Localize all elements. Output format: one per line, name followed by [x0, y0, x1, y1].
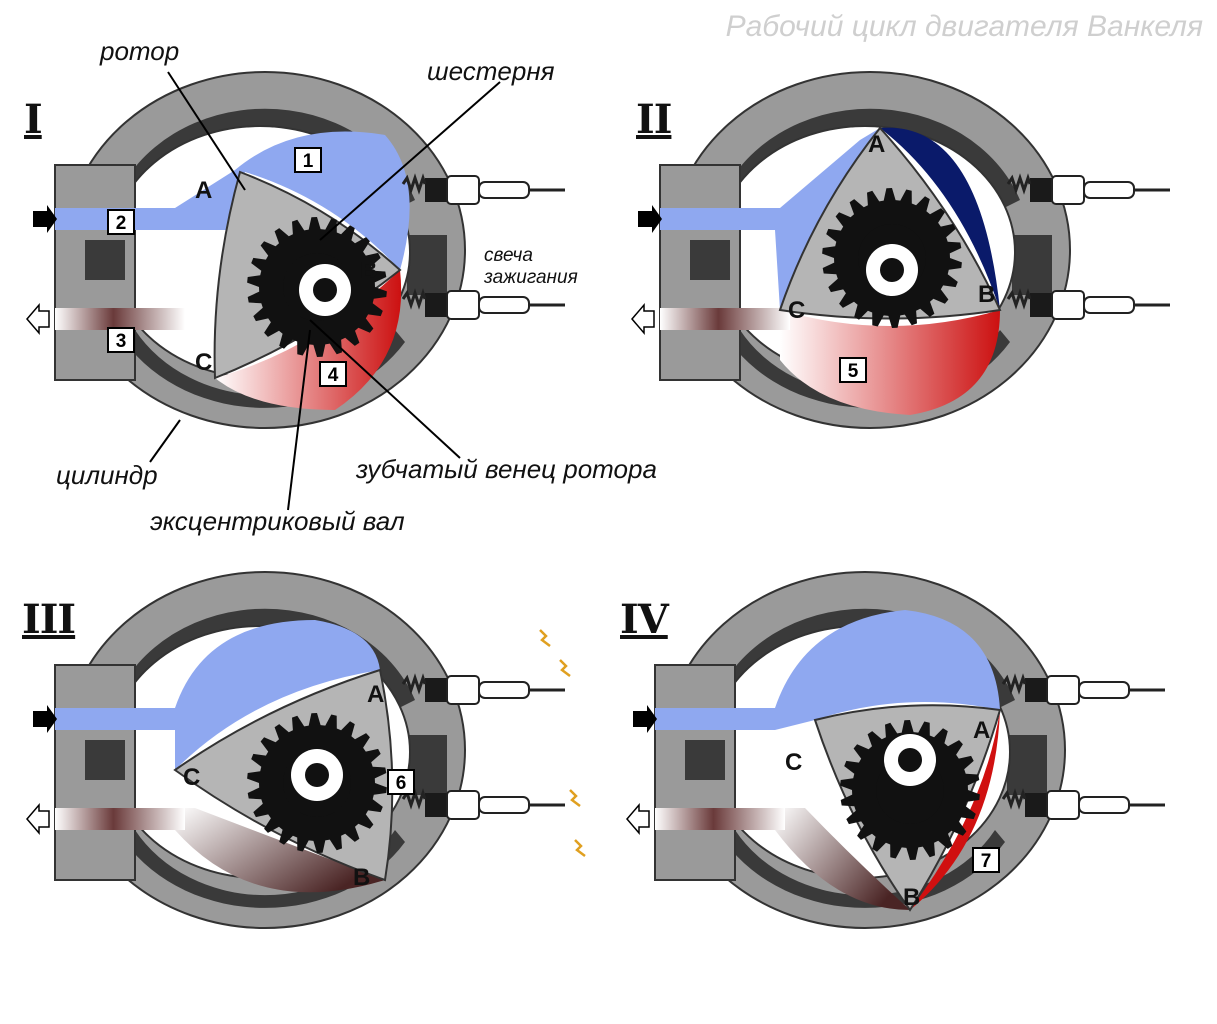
shaft-center	[305, 763, 329, 787]
spark-plug-top	[401, 173, 565, 205]
port-block-core	[85, 740, 125, 780]
rotor-leader	[167, 71, 246, 191]
vertex-label-a: A	[195, 177, 212, 204]
vertex-label-c: C	[788, 297, 805, 324]
gear-label: шестерня	[427, 56, 555, 86]
exhaust-port	[655, 808, 785, 830]
spark-plug-top	[401, 673, 565, 705]
intake-port	[55, 708, 175, 730]
vertex-label-c: C	[183, 764, 200, 791]
chamber-fill-1	[175, 620, 380, 770]
gear-leader	[319, 81, 501, 241]
spark-top-b	[559, 659, 571, 677]
exhaust-port	[660, 308, 790, 330]
svg-text:4: 4	[328, 365, 339, 386]
chamber-number-3: 3	[107, 327, 135, 353]
engine-panel-3: A B C 6	[26, 571, 565, 929]
intake-arrow	[33, 705, 57, 733]
eccentric-shaft-leader	[287, 329, 311, 511]
exhaust-port	[55, 308, 185, 330]
panel-1-numeral: I	[24, 96, 43, 143]
spark-effects	[539, 629, 586, 857]
rotor-label: ротор	[100, 36, 180, 66]
vertex-label-b: B	[360, 257, 377, 284]
intake-arrow	[638, 205, 662, 233]
port-block-core	[685, 740, 725, 780]
vertex-label-a: A	[973, 717, 990, 744]
exhaust-port	[55, 808, 185, 830]
intake-arrow	[633, 705, 657, 733]
chamber-number-2: 2	[107, 209, 135, 235]
chamber-fill-2	[880, 127, 1000, 310]
spark-bottom-a	[569, 789, 581, 807]
panel-4-numeral: IV	[620, 596, 669, 643]
engine-panel-1: A B C 1 2 3 4	[26, 71, 565, 429]
chamber-fill-3	[780, 310, 1000, 415]
chamber-number-6: 6	[387, 769, 415, 795]
ring-gear-leader	[309, 319, 461, 459]
svg-text:2: 2	[116, 213, 127, 234]
spark-plug-top	[1001, 673, 1165, 705]
cooling-jacket-right	[1007, 735, 1047, 795]
panel-3-numeral: III	[22, 596, 76, 643]
spark-plug-bottom	[1006, 288, 1170, 320]
cooling-jacket-right	[407, 235, 447, 295]
chamber-number-5: 5	[839, 357, 867, 383]
chamber-number-4: 4	[319, 361, 347, 387]
chamber-fill-3	[775, 808, 910, 910]
intake-port	[655, 708, 775, 730]
exhaust-arrow	[26, 802, 50, 836]
cooling-jacket-right	[1012, 235, 1052, 295]
chamber-number-7: 7	[972, 847, 1000, 873]
spark-top-a	[539, 629, 551, 647]
leader-lines	[149, 71, 501, 511]
spark-plug-bottom	[1001, 788, 1165, 820]
intake-port	[660, 208, 780, 230]
spark-plug-label-line2: зажигания	[484, 267, 578, 288]
cooling-jacket-top	[720, 108, 1020, 210]
exhaust-arrow	[631, 302, 655, 336]
vertex-label-a: A	[868, 131, 885, 158]
svg-text:6: 6	[396, 773, 407, 794]
chamber-fill-1	[175, 131, 410, 270]
spark-plug-top	[1006, 173, 1170, 205]
vertex-label-c: C	[195, 349, 212, 376]
cylinder-leader	[149, 419, 181, 463]
shaft-center	[898, 748, 922, 772]
engine-panel-2: A B C 5	[631, 71, 1170, 429]
chamber-fill-3	[175, 808, 385, 893]
cooling-jacket-bottom	[725, 830, 1005, 908]
svg-text:3: 3	[116, 331, 127, 352]
exhaust-arrow	[26, 302, 50, 336]
vertex-label-a: A	[367, 681, 384, 708]
svg-text:1: 1	[303, 151, 314, 172]
spark-plug-label-line1: свеча	[484, 245, 533, 266]
panel-2-numeral: II	[636, 96, 672, 143]
eccentric-shaft-label: эксцентриковый вал	[150, 506, 405, 536]
port-block-core	[85, 240, 125, 280]
exhaust-arrow	[626, 802, 650, 836]
vertex-label-b: B	[353, 864, 370, 891]
ring-gear-label: зубчатый венец ротора	[356, 454, 657, 484]
diagram-title: Рабочий цикл двигателя Ванкеля	[725, 10, 1203, 43]
shaft-center	[313, 278, 337, 302]
chamber-number-1: 1	[294, 147, 322, 173]
spark-bottom-b	[574, 839, 586, 857]
cylinder-label: цилиндр	[56, 460, 158, 490]
vertex-label-b: B	[978, 281, 995, 308]
port-block-core	[690, 240, 730, 280]
vertex-label-b: B	[903, 884, 920, 911]
chamber-fill-1	[775, 610, 1000, 730]
spark-plug-bottom	[401, 288, 565, 320]
intake-arrow	[33, 205, 57, 233]
engine-panel-4: A B C 7	[626, 571, 1165, 929]
svg-text:7: 7	[981, 851, 992, 872]
shaft-center	[880, 258, 904, 282]
spark-plug-bottom	[401, 788, 565, 820]
svg-text:5: 5	[848, 361, 859, 382]
vertex-label-c: C	[785, 749, 802, 776]
